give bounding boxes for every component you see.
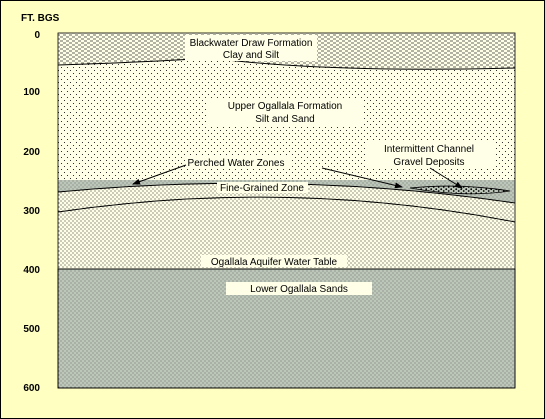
channel-label-bg <box>366 141 494 168</box>
lower-ogallala-label-bg <box>226 282 372 295</box>
channel-title: Intermittent Channel <box>384 144 474 155</box>
blackwater-title: Blackwater Draw Formation <box>190 38 313 49</box>
perched-arrow-right <box>321 167 403 189</box>
fine-grained-label-bg <box>217 182 308 193</box>
y-tick-label: 500 <box>23 324 40 335</box>
fine-grained-base-line <box>57 196 516 223</box>
fine-grained-sand-band <box>58 177 515 222</box>
upper-ogallala-title: Upper Ogallala Formation <box>228 101 343 112</box>
y-tick-label: 400 <box>23 265 40 276</box>
upper-ogallala-subtitle: Silt and Sand <box>255 114 315 125</box>
fine-grained-label: Fine-Grained Zone <box>220 183 304 194</box>
perched-label-bg <box>186 156 290 168</box>
perched-arrow-left <box>132 164 187 185</box>
channel-subtitle: Gravel Deposits <box>393 157 464 168</box>
blackwater-label-bg <box>185 35 317 61</box>
channel-arrow <box>429 167 463 189</box>
y-tick-label: 300 <box>23 206 40 217</box>
gravel-lens <box>409 185 511 195</box>
lower-ogallala-label: Lower Ogallala Sands <box>250 284 348 295</box>
perched-label: Perched Water Zones <box>188 158 285 169</box>
water-table-label-bg <box>201 255 347 267</box>
unsaturated-sand-layer <box>58 197 515 269</box>
blackwater-subtitle: Clay and Silt <box>223 50 279 61</box>
water-table-label: Ogallala Aquifer Water Table <box>211 257 338 268</box>
y-tick-label: 600 <box>23 383 40 394</box>
section-outline <box>57 32 516 389</box>
y-axis-title: FT. BGS <box>21 13 60 24</box>
y-tick-label: 200 <box>23 147 40 158</box>
y-tick-label: 100 <box>23 87 40 98</box>
y-tick-label: 0 <box>34 30 40 41</box>
upper-ogallala-label-bg <box>206 98 364 125</box>
